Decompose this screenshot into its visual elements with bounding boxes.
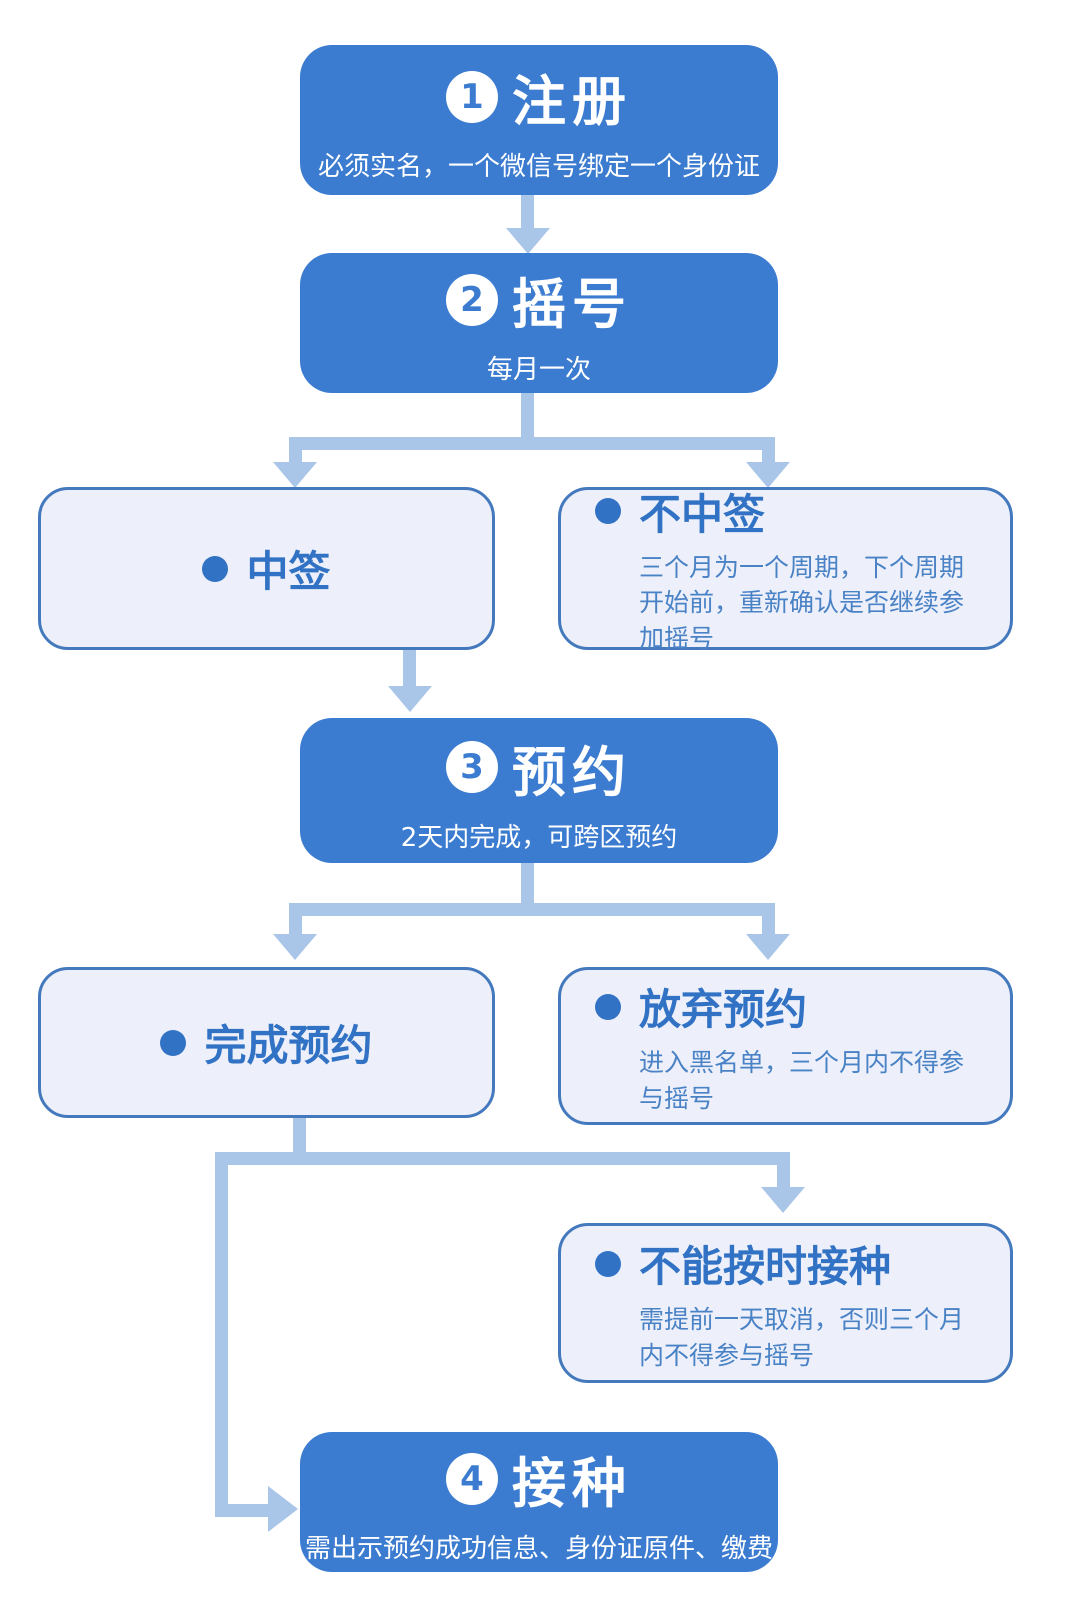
node-win: 中签 bbox=[38, 487, 495, 650]
node-lottery-subtitle: 每月一次 bbox=[486, 355, 591, 385]
node-giveup-title: 放弃预约 bbox=[595, 976, 982, 1037]
node-register: 1 注册 必须实名，一个微信号绑定一个身份证 bbox=[300, 45, 778, 195]
connector-vaccinate-horizontal bbox=[215, 1504, 270, 1517]
split-lottery-stem bbox=[521, 393, 534, 441]
arrow-down-icon bbox=[273, 462, 317, 488]
bullet-dot-icon bbox=[160, 1029, 187, 1056]
arrow-down-icon bbox=[273, 934, 317, 960]
connector-complete-bar bbox=[215, 1152, 790, 1165]
node-register-subtitle: 必须实名，一个微信号绑定一个身份证 bbox=[317, 152, 760, 182]
node-complete-title-text: 完成预约 bbox=[204, 1021, 373, 1070]
arrow-down-icon bbox=[506, 228, 550, 254]
arrow-right-icon bbox=[268, 1486, 298, 1532]
node-complete-title: 完成预约 bbox=[160, 1012, 373, 1073]
bullet-dot-icon bbox=[595, 498, 621, 525]
node-vaccinate-title: 4 接种 bbox=[446, 1439, 632, 1518]
node-register-title-text: 注册 bbox=[512, 70, 632, 133]
connector-vaccinate-vertical bbox=[215, 1152, 228, 1517]
node-giveup: 放弃预约 进入黑名单，三个月内不得参与摇号 bbox=[558, 967, 1013, 1125]
step-1-badge: 1 bbox=[446, 70, 498, 123]
split-appointment-bar bbox=[289, 903, 775, 916]
node-miss-title: 不能按时接种 bbox=[595, 1233, 982, 1294]
node-lose-desc: 三个月为一个周期，下个周期开始前，重新确认是否继续参加摇号 bbox=[639, 552, 965, 653]
node-lottery-title: 2 摇号 bbox=[446, 260, 632, 339]
node-miss-title-text: 不能按时接种 bbox=[639, 1242, 892, 1291]
step-2-badge: 2 bbox=[446, 273, 498, 326]
node-register-title: 1 注册 bbox=[446, 57, 632, 136]
connector-miss-drop bbox=[777, 1165, 790, 1189]
node-win-title: 中签 bbox=[202, 538, 331, 599]
arrow-down-icon bbox=[388, 686, 432, 712]
connector-win-appointment-stem bbox=[403, 650, 416, 690]
arrow-down-icon bbox=[746, 934, 790, 960]
node-vaccinate-subtitle: 需出示预约成功信息、身份证原件、缴费 bbox=[304, 1534, 773, 1564]
bullet-dot-icon bbox=[595, 1250, 621, 1277]
node-lose-title-text: 不中签 bbox=[639, 489, 766, 539]
node-vaccinate-title-text: 接种 bbox=[512, 1452, 632, 1515]
split-appointment-stem bbox=[521, 863, 534, 908]
connector-complete-stub bbox=[293, 1118, 306, 1158]
node-lose-title: 不中签 bbox=[595, 481, 982, 542]
node-win-title-text: 中签 bbox=[246, 547, 331, 596]
step-4-badge: 4 bbox=[446, 1452, 498, 1505]
node-appointment: 3 预约 2天内完成，可跨区预约 bbox=[300, 718, 778, 863]
node-lottery: 2 摇号 每月一次 bbox=[300, 253, 778, 393]
node-vaccinate: 4 接种 需出示预约成功信息、身份证原件、缴费 bbox=[300, 1432, 778, 1572]
node-miss: 不能按时接种 需提前一天取消，否则三个月内不得参与摇号 bbox=[558, 1223, 1013, 1383]
node-lottery-title-text: 摇号 bbox=[512, 273, 632, 336]
split-appointment-left-drop bbox=[289, 916, 302, 936]
arrow-down-icon bbox=[761, 1187, 805, 1213]
node-giveup-title-text: 放弃预约 bbox=[639, 985, 808, 1034]
node-appointment-subtitle: 2天内完成，可跨区预约 bbox=[400, 822, 678, 853]
bullet-dot-icon bbox=[202, 555, 229, 582]
node-miss-desc: 需提前一天取消，否则三个月内不得参与摇号 bbox=[639, 1305, 965, 1370]
node-appointment-title-text: 预约 bbox=[512, 740, 632, 804]
node-giveup-desc: 进入黑名单，三个月内不得参与摇号 bbox=[639, 1048, 965, 1113]
split-lottery-bar bbox=[289, 437, 775, 450]
bullet-dot-icon bbox=[595, 993, 621, 1020]
step-3-badge: 3 bbox=[446, 741, 498, 793]
node-lose: 不中签 三个月为一个周期，下个周期开始前，重新确认是否继续参加摇号 bbox=[558, 487, 1013, 653]
split-appointment-right-drop bbox=[762, 916, 775, 936]
connector-register-lottery-stem bbox=[521, 195, 534, 235]
node-appointment-title: 3 预约 bbox=[446, 728, 632, 807]
arrow-down-icon bbox=[746, 462, 790, 488]
node-complete: 完成预约 bbox=[38, 967, 495, 1118]
